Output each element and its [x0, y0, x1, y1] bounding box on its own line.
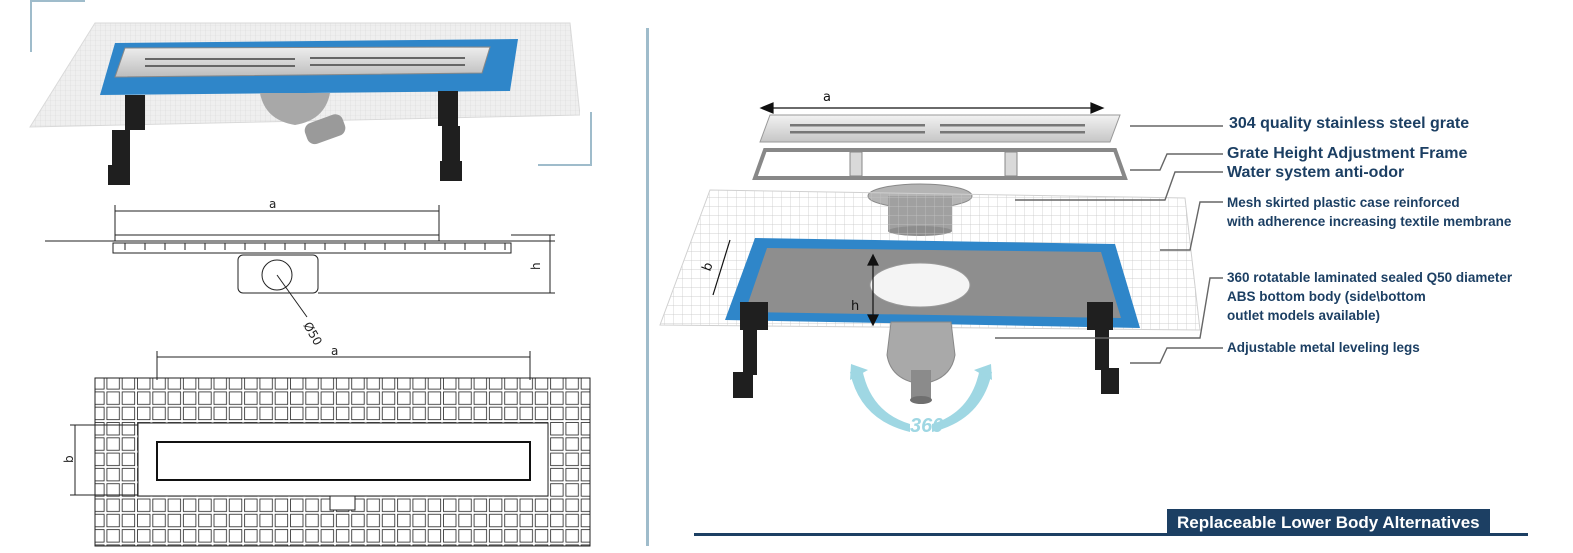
height-adjustment-frame — [752, 148, 1128, 180]
grate-slots — [145, 57, 465, 67]
section-ticks — [124, 243, 506, 250]
exploded-view: a b h 360° — [659, 90, 1223, 437]
callout-leaders — [995, 125, 1223, 364]
callout-bottom-body-line2: ABS bottom body (side\bottom — [1227, 289, 1426, 304]
grate-perforations — [790, 124, 1085, 134]
frame-corner-top-left — [30, 0, 32, 52]
callout-bottom-body-line1: 360 rotatable laminated sealed Q50 diame… — [1227, 270, 1513, 285]
callout-adjustment-frame: Grate Height Adjustment Frame — [1227, 145, 1468, 162]
dimension-arrow-a — [759, 102, 1105, 114]
frame-corner-mid-bar — [538, 164, 592, 166]
column-divider — [646, 28, 649, 546]
dimension-label-a: a — [823, 90, 831, 105]
frame-corner-top-left-bar — [30, 0, 85, 2]
outlet-pipe — [304, 114, 346, 145]
callout-grate: 304 quality stainless steel grate — [1229, 115, 1470, 132]
callout-leveling-legs: Adjustable metal leveling legs — [1227, 340, 1420, 355]
drain-body — [260, 93, 330, 125]
dimension-label-h: h — [529, 262, 543, 270]
bottom-body — [886, 321, 956, 404]
rotation-arrows — [850, 364, 992, 432]
dimension-label-b: b — [62, 455, 76, 463]
leveling-leg-right — [438, 91, 462, 181]
dimension-label-h: h — [851, 299, 859, 314]
dimension-arrow-b — [712, 239, 731, 296]
callout-mesh-case-line1: Mesh skirted plastic case reinforced — [1227, 195, 1460, 210]
callout-anti-odor: Water system anti-odor — [1227, 164, 1405, 181]
leveling-leg-left — [733, 302, 768, 398]
leveling-leg-right — [1087, 302, 1119, 394]
side-section-drawing: a h Ø50 — [45, 197, 555, 346]
footer-rule — [694, 533, 1528, 536]
top-view-drawing: a b — [62, 345, 591, 547]
dimension-arrow-h — [867, 253, 879, 327]
frame-corner-mid — [590, 112, 592, 166]
dimension-label-a: a — [269, 197, 276, 211]
product-photo — [29, 22, 580, 185]
section-banner: Replaceable Lower Body Alternatives — [1167, 509, 1490, 536]
grate — [114, 46, 491, 78]
leveling-leg-left — [108, 95, 145, 185]
callout-mesh-case-line2: with adherence increasing textile membra… — [1227, 214, 1512, 229]
stainless-grate — [759, 114, 1121, 143]
rotation-label: 360° — [910, 415, 952, 437]
dimension-label-a: a — [331, 345, 338, 358]
callout-bottom-body-line3: outlet models available) — [1227, 308, 1381, 323]
dimension-label-diameter: Ø50 — [300, 320, 324, 346]
